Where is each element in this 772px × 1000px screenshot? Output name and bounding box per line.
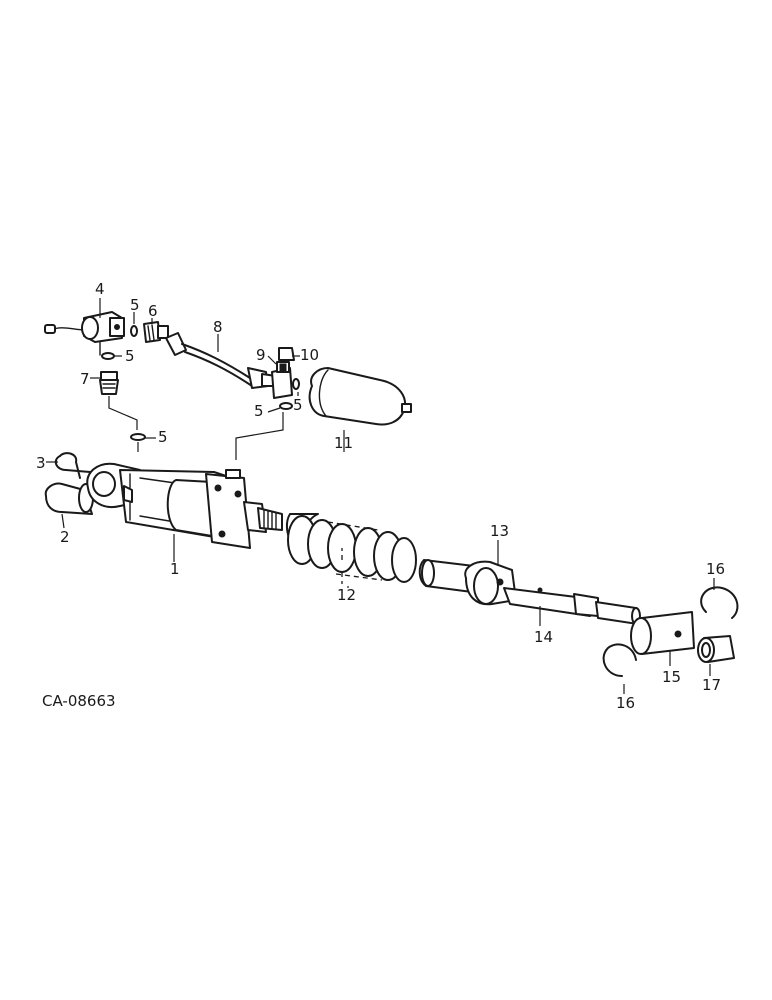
bushing	[697, 635, 735, 663]
accumulator	[308, 367, 412, 426]
pin	[630, 611, 695, 655]
callout-3: 3	[36, 454, 46, 472]
callout-5: 5	[125, 347, 135, 365]
callout-12: 12	[337, 586, 356, 604]
o-ring	[279, 378, 300, 410]
callout-5: 5	[158, 428, 168, 446]
callout-16: 16	[706, 560, 725, 578]
callout-7: 7	[80, 370, 90, 388]
o-ring	[130, 325, 138, 337]
leader-lines	[46, 298, 715, 694]
shaft	[503, 587, 641, 625]
o-ring	[130, 433, 146, 441]
callout-13: 13	[490, 522, 509, 540]
callout-5: 5	[254, 402, 264, 420]
figure-id: CA-08663	[42, 692, 116, 710]
callout-14: 14	[534, 628, 553, 646]
callout-15: 15	[662, 668, 681, 686]
callout-10: 10	[300, 346, 319, 364]
callout-1: 1	[170, 560, 180, 578]
hair-pin-clip	[54, 452, 91, 479]
collar	[418, 559, 517, 606]
hydraulic-cylinder	[86, 462, 283, 549]
tee-fitting	[271, 361, 293, 399]
callout-8: 8	[213, 318, 223, 336]
callout-2: 2	[60, 528, 70, 546]
callout-11: 11	[334, 434, 353, 452]
callout-5: 5	[293, 396, 303, 414]
callout-9: 9	[256, 346, 266, 364]
snap-ring	[602, 586, 739, 677]
callout-6: 6	[148, 302, 158, 320]
callout-16: 16	[616, 694, 635, 712]
pressure-switch	[44, 311, 125, 356]
callout-17: 17	[702, 676, 721, 694]
threaded-rod-end	[257, 507, 283, 531]
connector-fitting	[99, 371, 119, 395]
callout-5: 5	[130, 296, 140, 314]
clevis-pin	[44, 482, 94, 515]
fitting	[143, 321, 169, 343]
spring	[285, 513, 417, 583]
callout-4: 4	[95, 280, 105, 298]
callout-labels: 4 5 6 5 7 8 9 10 5 5 5 11 3 2 1 12 13 14…	[36, 280, 725, 712]
o-ring	[101, 352, 115, 360]
plug	[278, 347, 295, 361]
